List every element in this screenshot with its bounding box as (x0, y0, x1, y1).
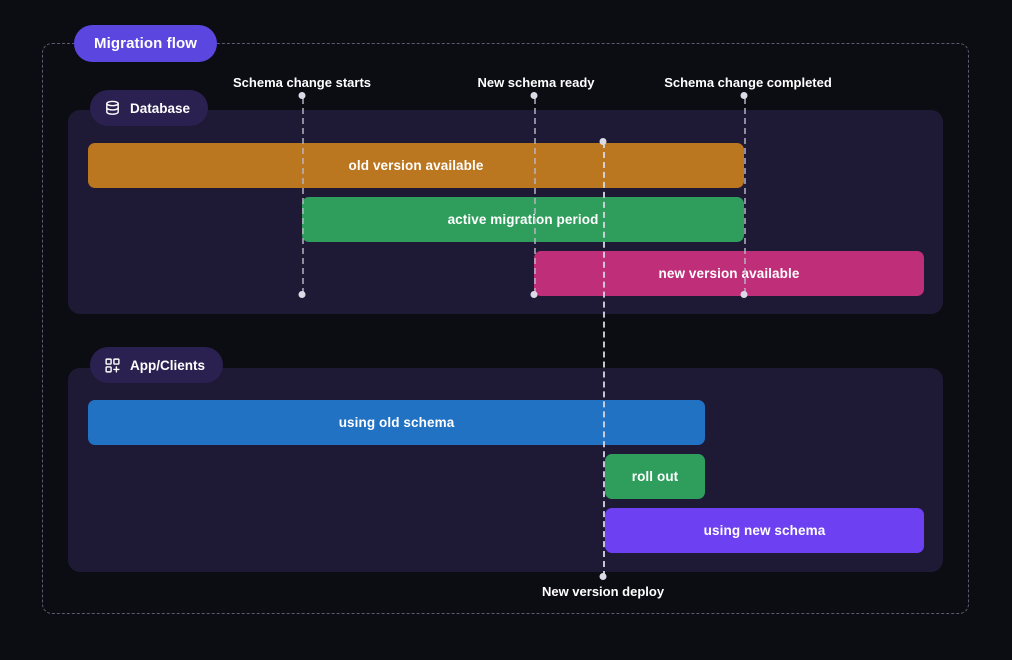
lane-label-database: Database (130, 100, 191, 116)
bar-label: roll out (631, 469, 679, 484)
deploy-line (603, 142, 605, 577)
bar-active-migration-period: active migration period (302, 197, 744, 242)
migration-flow-title-badge: Migration flow (74, 25, 218, 62)
milestone-label-new-schema-ready: New schema ready (477, 75, 595, 90)
deploy-dot-bottom (599, 573, 607, 580)
lane-badge-app-clients: App/Clients (90, 347, 224, 383)
lane-badge-database: Database (90, 90, 209, 126)
lane-label-app-clients: App/Clients (130, 357, 206, 373)
deploy-label: New version deploy (541, 584, 665, 599)
milestone-line-schema-change-completed (744, 98, 746, 294)
milestone-dot-top-schema-change-completed (740, 92, 748, 99)
page-title: Migration flow (94, 35, 198, 52)
bar-using-old-schema: using old schema (88, 400, 705, 445)
layout-grid-plus-icon (104, 357, 121, 374)
milestone-line-new-schema-ready (534, 98, 536, 294)
milestone-dot-bottom-schema-change-completed (740, 291, 748, 298)
bar-label: active migration period (447, 212, 599, 227)
milestone-line-schema-change-starts (302, 98, 304, 294)
bar-new-version-available: new version available (534, 251, 924, 296)
deploy-dot-top (599, 138, 607, 145)
bar-label: new version available (658, 266, 800, 281)
milestone-dot-bottom-schema-change-starts (298, 291, 306, 298)
bar-using-new-schema: using new schema (605, 508, 924, 553)
diagram-outer-frame (42, 43, 969, 614)
bar-roll-out: roll out (605, 454, 705, 499)
bar-label: old version available (348, 158, 484, 173)
milestone-dot-top-new-schema-ready (530, 92, 538, 99)
bar-label: using old schema (338, 415, 455, 430)
bar-old-version-available: old version available (88, 143, 744, 188)
milestone-dot-bottom-new-schema-ready (530, 291, 538, 298)
milestone-label-schema-change-starts: Schema change starts (232, 75, 372, 90)
database-icon (104, 100, 121, 117)
milestone-label-schema-change-completed: Schema change completed (664, 75, 832, 90)
bar-label: using new schema (703, 523, 826, 538)
milestone-dot-top-schema-change-starts (298, 92, 306, 99)
